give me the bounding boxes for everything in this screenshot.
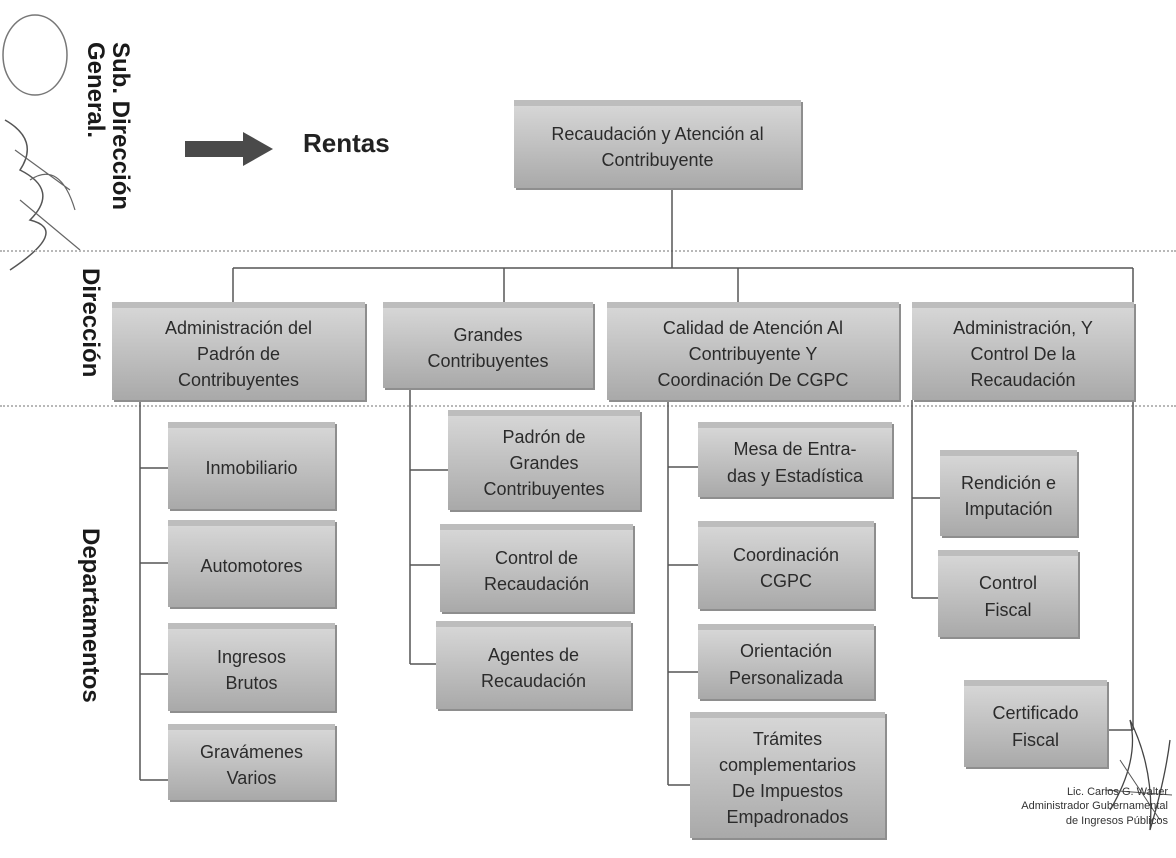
box-inmobiliario: Inmobiliario [168, 422, 335, 509]
box-calidad-atencion: Calidad de Atención Al Contribuyente Y C… [607, 302, 899, 400]
arrow-right-icon [185, 132, 273, 166]
box-control-recaudacion: Control de Recaudación [440, 524, 633, 612]
separator-top [0, 250, 1176, 252]
box-administracion-padron: Administración del Padrón de Contribuyen… [112, 302, 365, 400]
box-agentes-recaudacion: Agentes de Recaudación [436, 621, 631, 709]
box-coordinacion-cgpc: Coordinación CGPC [698, 521, 874, 609]
signature-text: Lic. Carlos G. Walter Administrador Gube… [968, 785, 1168, 828]
separator-middle [0, 405, 1176, 407]
box-padron-grandes: Padrón de Grandes Contribuyentes [448, 410, 640, 510]
box-certificado-fiscal: Certificado Fiscal [964, 680, 1107, 767]
box-recaudacion-atencion: Recaudación y Atención al Contribuyente [514, 100, 801, 188]
box-tramites-complementarios: Trámites complementarios De Impuestos Em… [690, 712, 885, 838]
box-grandes-contribuyentes: Grandes Contribuyentes [383, 302, 593, 388]
signature-line-1: Lic. Carlos G. Walter [1066, 786, 1168, 798]
box-rendicion-imputacion: Rendición e Imputación [940, 450, 1077, 536]
box-mesa-entradas: Mesa de Entra- das y Estadística [698, 422, 892, 497]
signature-line-3: de Ingresos Públicos [1065, 814, 1168, 827]
box-control-fiscal: Control Fiscal [938, 550, 1078, 637]
box-ingresos-brutos: Ingresos Brutos [168, 623, 335, 711]
box-automotores: Automotores [168, 520, 335, 607]
box-gravamenes-varios: Gravámenes Varios [168, 724, 335, 800]
rentas-title: Rentas [303, 128, 390, 158]
signature-line-2: Administrador Gubernamental [1021, 800, 1168, 813]
box-administracion-control: Administración, Y Control De la Recaudac… [912, 302, 1134, 400]
signature-scribble-icon [2, 14, 81, 271]
signature-scribble-right-icon [1104, 719, 1173, 831]
box-orientacion-personalizada: Orientación Personalizada [698, 624, 874, 699]
